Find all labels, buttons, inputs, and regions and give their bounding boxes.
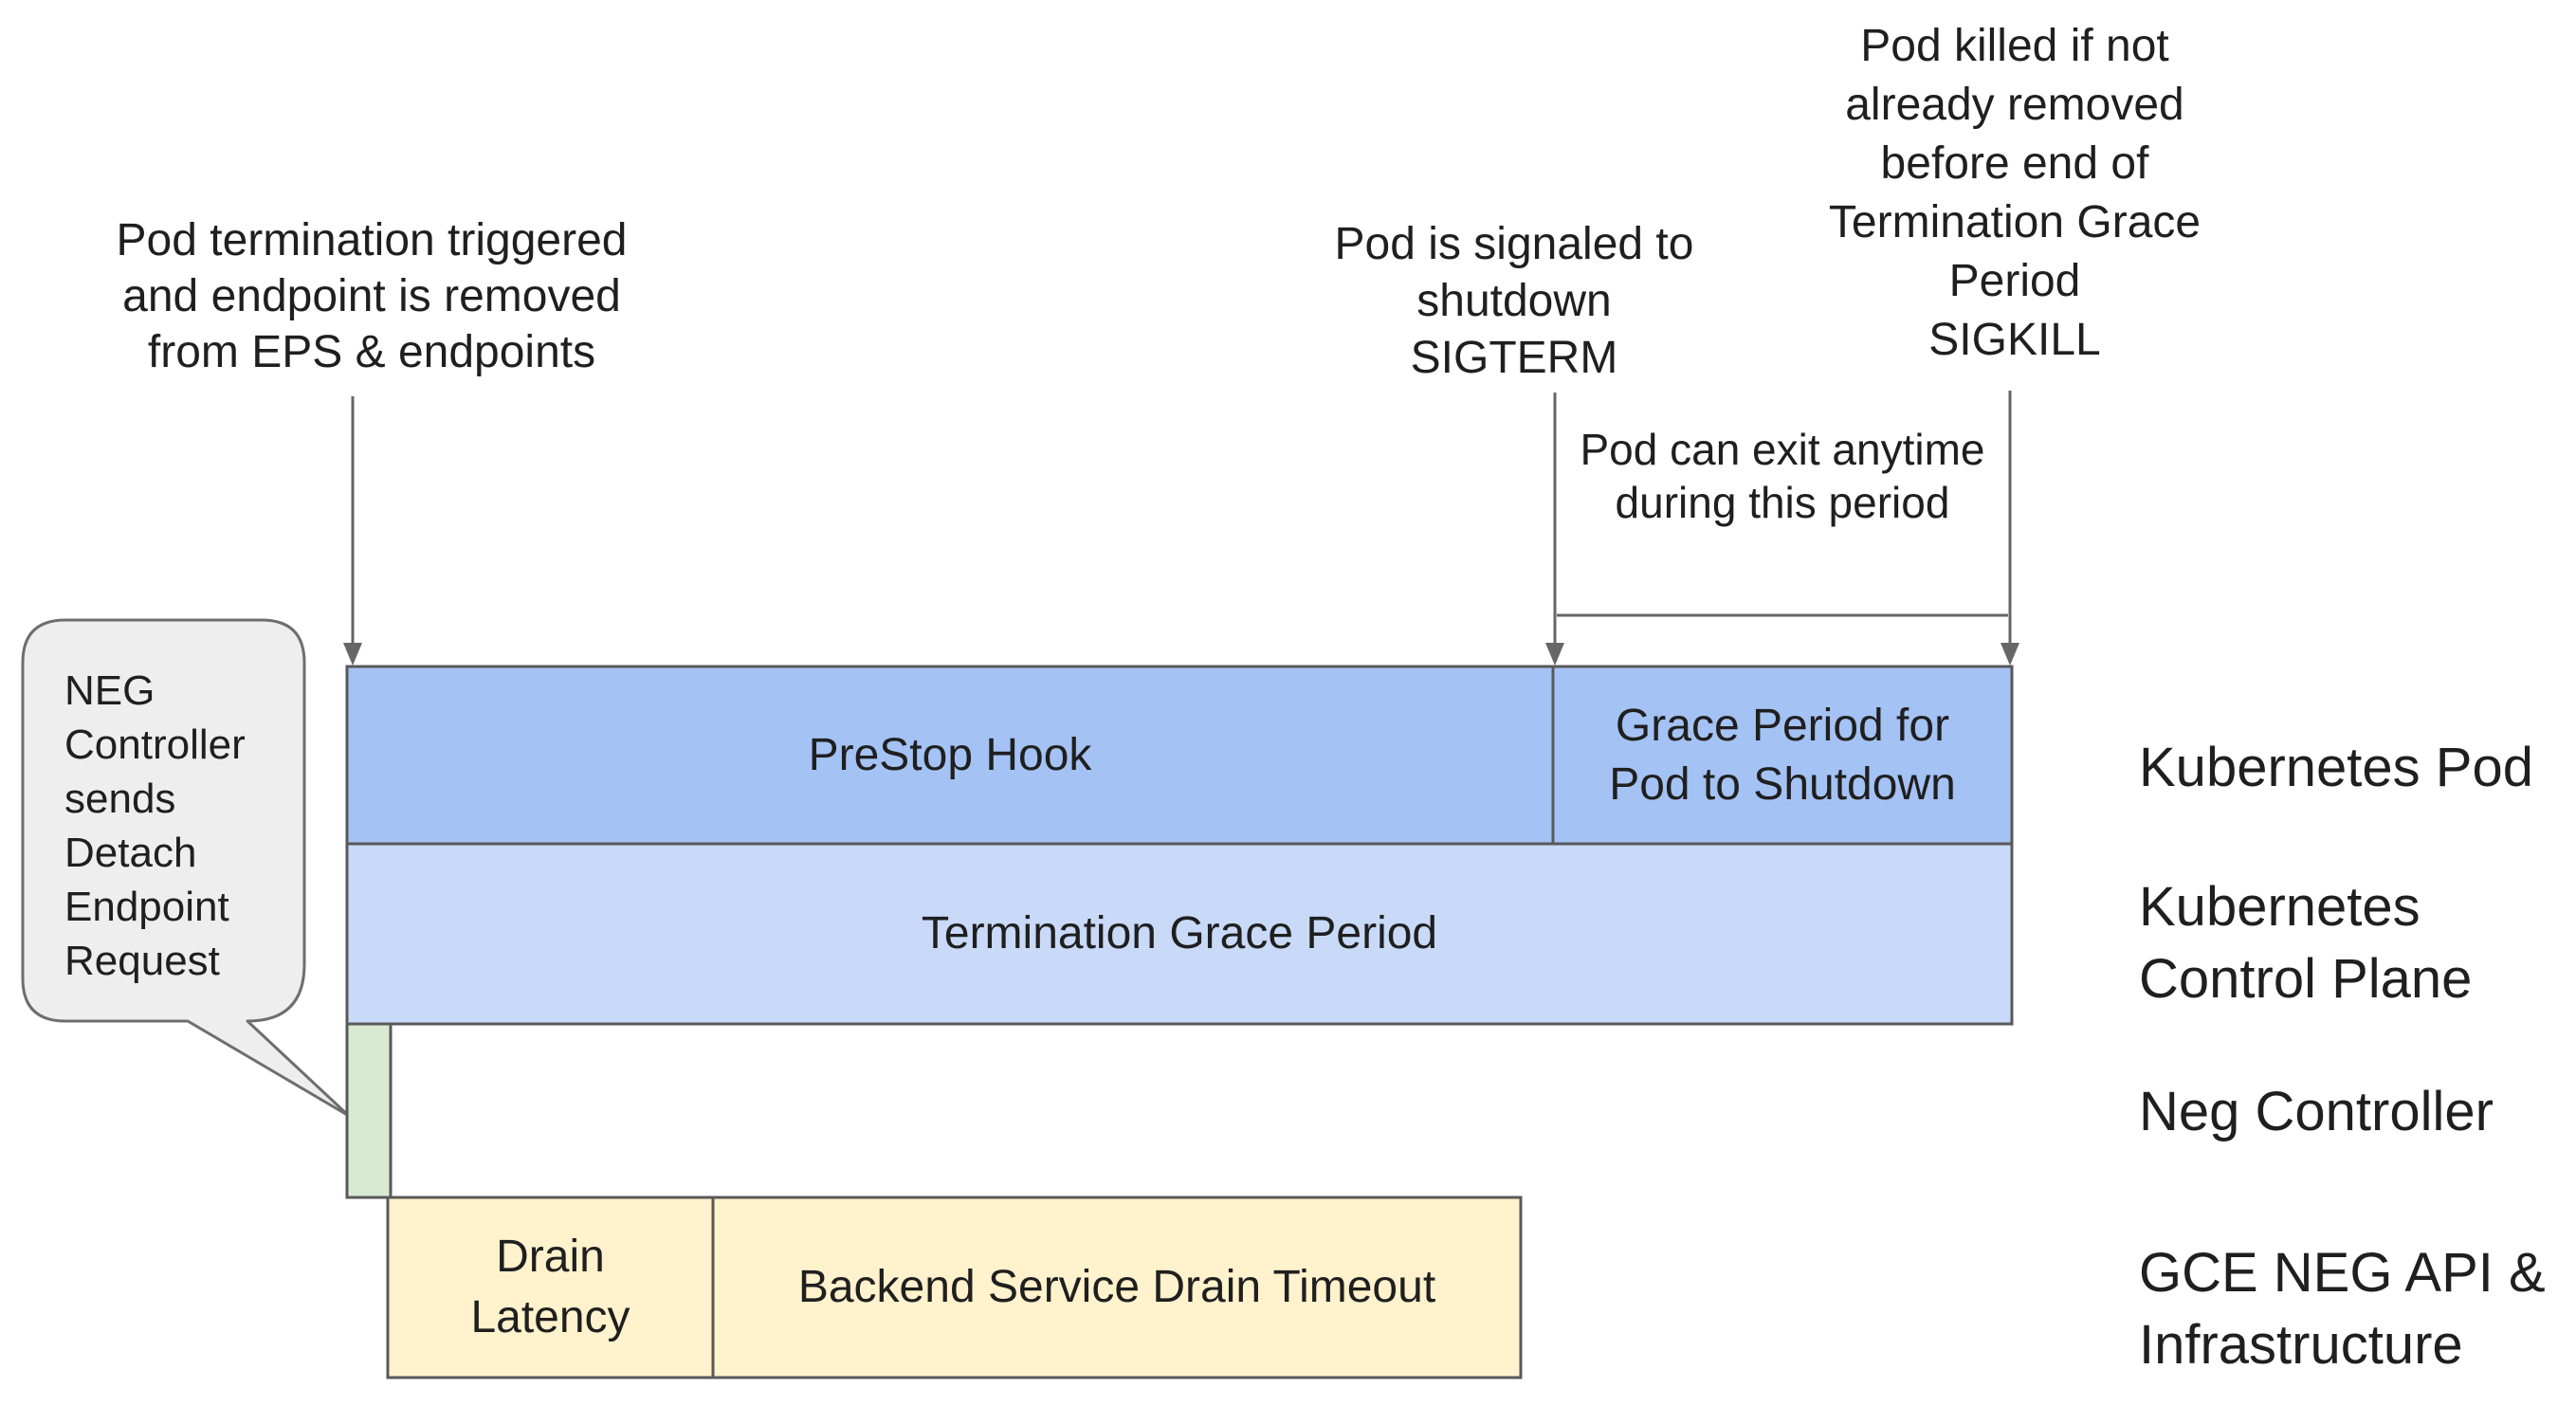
annotation-line: Pod termination triggered [116, 215, 628, 265]
sigkill-arrowhead [2001, 643, 2019, 666]
backend-drain-timeout-label: Backend Service Drain Timeout [713, 1197, 1521, 1378]
lane-label-text: Infrastructure [2139, 1314, 2463, 1376]
bar-label-text: Grace Period for [1615, 700, 1950, 751]
termination-grace-period-bar [345, 842, 2014, 1026]
annotation-line: Pod can exit anytime [1580, 425, 1985, 474]
annotation-line: and endpoint is removed [122, 271, 621, 321]
annotation-line: SIGTERM [1410, 333, 1618, 383]
prestop-hook-label: PreStop Hook [347, 666, 1553, 844]
bubble-line: sends [64, 776, 176, 822]
annotation-line: Period [1948, 256, 2081, 306]
gce-drain-bar [386, 1196, 1523, 1379]
lane-label-text: Control Plane [2139, 948, 2473, 1010]
annotation-line: Pod is signaled to [1334, 219, 1694, 269]
neg-controller-bubble-text: NEG Controller sends Detach Endpoint Req… [64, 664, 301, 988]
lane-label-gce-neg-api: GCE NEG API & Infrastructure [2139, 1237, 2575, 1381]
annotation-sigterm: Pod is signaled to shutdown SIGTERM [1249, 216, 1780, 387]
neg-detach-bar [345, 1022, 393, 1199]
bar-label-text: Termination Grace Period [921, 908, 1438, 959]
bar-label-text: Latency [470, 1292, 630, 1342]
lane-label-text: GCE NEG API & [2139, 1242, 2546, 1304]
annotation-line: during this period [1615, 478, 1950, 527]
annotation-sigkill: Pod killed if not already removed before… [1749, 17, 2280, 370]
bubble-line: Endpoint [64, 884, 229, 930]
lane-label-text: Kubernetes Pod [2139, 737, 2533, 798]
bar-label-text: Backend Service Drain Timeout [797, 1262, 1436, 1312]
bubble-line: Controller [64, 721, 246, 768]
annotation-line: before end of [1880, 138, 2149, 189]
annotation-pod-termination: Pod termination triggered and endpoint i… [21, 212, 722, 380]
bubble-line: Request [64, 938, 220, 984]
drain-latency-label: Drain Latency [388, 1197, 713, 1378]
annotation-pod-can-exit: Pod can exit anytime during this period [1564, 423, 2001, 529]
prestop-hook-bar [345, 665, 1555, 846]
pod-termination-arrowhead [343, 643, 362, 666]
annotation-line: SIGKILL [1928, 315, 2101, 365]
lane-label-kubernetes-pod: Kubernetes Pod [2139, 732, 2575, 804]
annotation-line: Pod killed if not [1860, 21, 2169, 71]
bubble-line: Detach [64, 830, 197, 876]
lane-label-text: Neg Controller [2139, 1081, 2494, 1142]
bar-label-text: PreStop Hook [808, 729, 1092, 780]
grace-period-label: Grace Period for Pod to Shutdown [1553, 666, 2012, 844]
bar-label-text: Drain [496, 1232, 605, 1282]
annotation-line: already removed [1845, 80, 2184, 130]
annotation-line: from EPS & endpoints [147, 327, 596, 377]
lane-label-text: Kubernetes [2139, 876, 2421, 938]
bubble-line: NEG [64, 667, 155, 714]
lane-label-neg-controller: Neg Controller [2139, 1076, 2575, 1148]
annotation-line: Termination Grace [1828, 197, 2201, 247]
annotation-line: shutdown [1416, 276, 1612, 326]
lane-label-kubernetes-control-plane: Kubernetes Control Plane [2139, 871, 2575, 1015]
bar-label-text: Pod to Shutdown [1609, 758, 1956, 810]
speech-bubble-shape [21, 618, 351, 1118]
termination-grace-period-label: Termination Grace Period [347, 844, 2012, 1024]
sigterm-arrowhead [1545, 643, 1564, 666]
